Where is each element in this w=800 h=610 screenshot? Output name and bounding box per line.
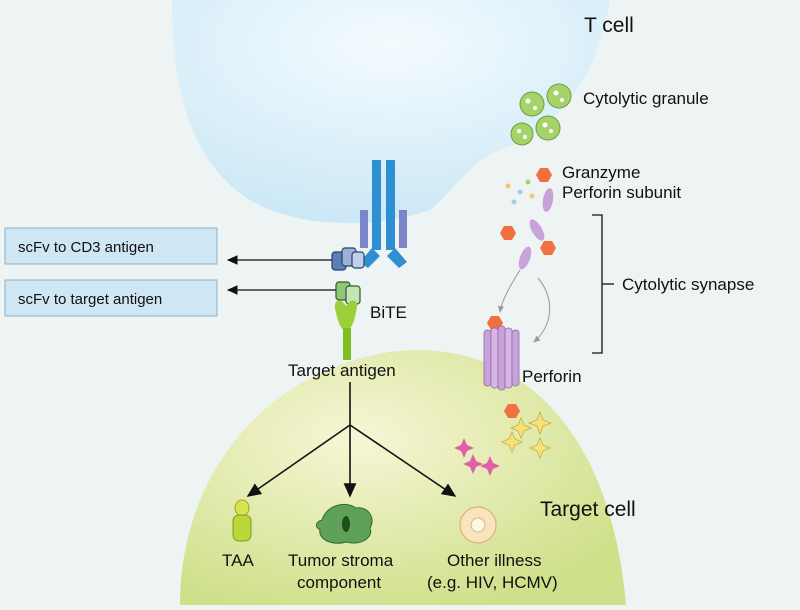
- perforin-pore: [483, 325, 520, 391]
- perforin-subunits: [518, 188, 554, 270]
- cytolytic-granules: [510, 83, 572, 146]
- granzymes: [487, 168, 556, 418]
- bite-molecule: [331, 247, 365, 305]
- tumor-stroma-label-line1: Tumor stroma: [288, 551, 394, 570]
- t-cell: [172, 0, 610, 224]
- cytolytic-synapse-label: Cytolytic synapse: [622, 275, 754, 294]
- perforin-subunit-label: Perforin subunit: [562, 183, 681, 202]
- other-illness-label-line1: Other illness: [447, 551, 541, 570]
- apoptosis-sparkles: [454, 410, 553, 476]
- target-antigen-label: Target antigen: [288, 361, 396, 380]
- target-cell-label: Target cell: [540, 498, 636, 521]
- taa-icon: [232, 499, 252, 542]
- scfv-target-label: scFv to target antigen: [18, 291, 162, 308]
- target-antigen: [334, 300, 358, 360]
- scfv-cd3-label: scFv to CD3 antigen: [18, 239, 154, 256]
- released-vesicles: [505, 179, 535, 205]
- bite-label: BiTE: [370, 303, 407, 322]
- other-illness-label-line2: (e.g. HIV, HCMV): [427, 573, 558, 592]
- taa-label: TAA: [222, 551, 254, 570]
- scfv-cd3-box: [4, 227, 218, 265]
- cytolytic-granule-label: Cytolytic granule: [583, 89, 709, 108]
- antigen-branch-arrows: [246, 382, 457, 498]
- synapse-bracket: [592, 214, 603, 354]
- scfv-target-box: [4, 279, 218, 317]
- granzyme-flow-arrow: [533, 277, 551, 343]
- granzyme-label: Granzyme: [562, 163, 640, 182]
- subunit-flow-arrow: [498, 269, 521, 313]
- t-cell-label: T cell: [584, 14, 634, 37]
- tumor-stroma-icon: [315, 504, 373, 544]
- perforin-label: Perforin: [522, 367, 582, 386]
- cd3-receptor: [360, 160, 407, 268]
- tumor-stroma-label-line2: component: [297, 573, 381, 592]
- other-illness-icon: [459, 506, 497, 544]
